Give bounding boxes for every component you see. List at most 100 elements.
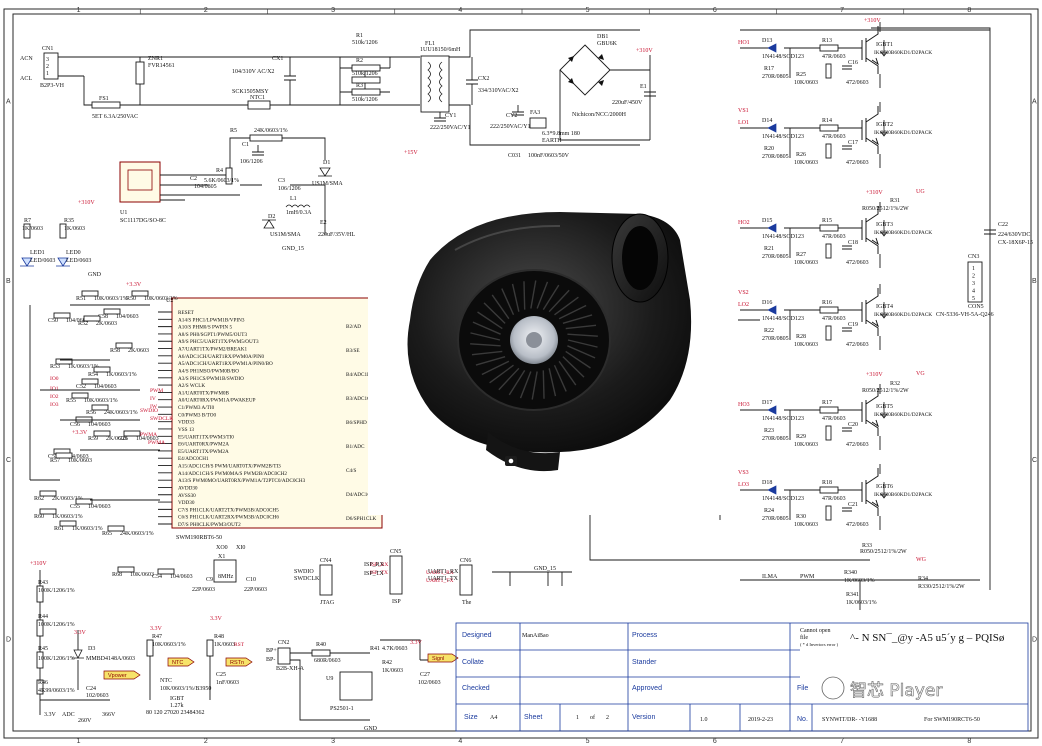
- cn5-ref: CN5: [390, 549, 401, 555]
- impeller-blade: [472, 321, 501, 335]
- ntc-part: 10K/0603/1%/B3950: [160, 686, 211, 692]
- gate-r2-ref: R20: [764, 146, 774, 152]
- periph-part-body: [59, 520, 77, 527]
- gate-resistor: [819, 44, 839, 52]
- periph-part-val: 1K/0603/1%: [72, 526, 103, 532]
- grid-col-bottom: 1: [77, 738, 81, 745]
- impeller-blades: [470, 280, 598, 400]
- c22-part: CX-18X6P-15: [998, 240, 1033, 246]
- gate-diode-ref: D18: [762, 480, 772, 486]
- gate-cap: [842, 327, 852, 332]
- impeller-blade: [567, 345, 596, 359]
- gate-wires: [740, 384, 881, 450]
- mcu-pin-stubs: [158, 311, 172, 525]
- vs-net-label: VS2: [738, 290, 749, 296]
- igbt-symbol: [861, 468, 879, 516]
- grid-row-left: C: [6, 457, 11, 464]
- gate-cap-ref: C20: [848, 422, 858, 428]
- pulldown-resistor: [825, 325, 832, 341]
- d2-part: US1M/SMA: [270, 232, 301, 238]
- gate-net-label: HO1: [738, 40, 750, 46]
- mcu-pin-label: A4/S PH1MSO/PWM0B/BO: [178, 368, 239, 374]
- cn2-ref: CN2: [278, 640, 289, 646]
- igbt-part: IKG5I0B60KD1/D2PACK: [874, 130, 932, 136]
- cn6-header: [459, 564, 473, 596]
- gate-cap: [842, 145, 852, 150]
- r341-ref: R341: [846, 592, 859, 598]
- gate-cap-val: 472/0603: [846, 342, 869, 348]
- periph-part-ref: R61: [54, 526, 64, 532]
- gate-r3-val: 10K/0603: [794, 342, 818, 348]
- periph-part-val: 2K/0603: [106, 436, 127, 442]
- periph-part-val: 2K/0603: [96, 321, 117, 327]
- periph-part-body: [39, 508, 57, 515]
- gate-r2-val: 270R/0805: [762, 74, 789, 80]
- r35-val: 1K/0603: [64, 226, 85, 232]
- r3-val: 510k/1206: [352, 97, 378, 103]
- gate-resistor: [819, 406, 839, 414]
- igbt-symbol: [861, 26, 879, 74]
- impeller-blade: [491, 294, 510, 320]
- periph-part-val: 1K/0603/1%: [52, 514, 83, 520]
- optocoupler-u9: [339, 671, 373, 701]
- db1-part: GBU6K: [597, 41, 618, 47]
- led1-ref: LED1: [30, 250, 45, 256]
- mcu-pin-label: A14/ADC1CH/S PWM0MA/S PWM2B/ADC0CH2: [178, 471, 287, 477]
- gate-net-label: LO1: [738, 120, 749, 126]
- grid-row-left: A: [6, 99, 11, 106]
- impeller-blade: [470, 332, 501, 341]
- periph-part-body: [115, 342, 133, 349]
- cn4-pin-swdio: SWDIO: [294, 569, 314, 575]
- grid-row-right: C: [1032, 457, 1037, 464]
- impeller-blade: [565, 324, 597, 330]
- gate-diode-symbol: [767, 305, 777, 315]
- shunt-wires: [740, 579, 980, 610]
- r7-val: 1K/0603: [22, 226, 43, 232]
- r340-val: 1K/0603/1%: [844, 578, 875, 584]
- r42-val: 1K/0603: [382, 668, 403, 674]
- ntc1-ref: NTC1: [250, 95, 265, 101]
- igbt-ref: IGBT1: [876, 42, 893, 48]
- gate-cap: [842, 427, 852, 432]
- gate-r2-val: 270R/0805: [762, 154, 789, 160]
- c22-val: 224/630VDC: [998, 232, 1030, 238]
- tb-approved-label: Approved: [632, 685, 662, 692]
- gate-r3-val: 10K/0603: [794, 442, 818, 448]
- cn1-connector: [43, 52, 59, 80]
- grid-col-bottom: 4: [458, 738, 462, 745]
- x1-ref: X1: [218, 554, 225, 560]
- net-label: RST: [234, 642, 245, 648]
- gate-diode-part: 1N4148/SOD123: [762, 416, 804, 422]
- periph-part-val: 1K/0603/1%: [68, 364, 99, 370]
- ntc1: [247, 100, 271, 110]
- impeller-blade: [558, 360, 577, 386]
- grid-col-top: 3: [331, 7, 335, 14]
- ug-net: UG: [916, 189, 925, 195]
- tb-sheet-total: 2: [606, 715, 609, 721]
- mcu-pin-label: C6/S PH1CLK/UART2RX/PWM3B/ADC0CH6: [178, 515, 279, 521]
- sense-33v: 3.3V: [74, 630, 87, 636]
- cn1-pin-1: 1: [46, 71, 49, 77]
- gate-resistor: [819, 306, 839, 314]
- periph-part-val: 10K/0603: [68, 458, 92, 464]
- status-leds: [20, 257, 70, 267]
- gate-r1-ref: R16: [822, 300, 832, 306]
- led1-part: LED/0603: [30, 258, 55, 264]
- sense-310v: +310V: [30, 561, 47, 567]
- periph-part-body: [157, 568, 175, 575]
- grid-col-top: 2: [204, 7, 208, 14]
- periph-part-ref: C53: [48, 454, 58, 460]
- choke-out: [449, 29, 640, 146]
- gate-cap-val: 472/0603: [846, 442, 869, 448]
- r33-ref: R33: [862, 543, 872, 549]
- znr-ref: ZNR1: [148, 56, 163, 62]
- periph-part-body: [75, 416, 93, 423]
- impeller-blade: [477, 311, 503, 330]
- fl1-ref: FL1: [425, 41, 435, 47]
- e2-val: 220uF/35V/HL: [318, 232, 355, 238]
- mcu-right-pin-label: B2/AD: [346, 324, 361, 330]
- r46-ref: R46: [38, 680, 48, 686]
- cy1-ref: CY1: [445, 113, 456, 119]
- mcu-right-pin-label: B1/ADC: [346, 444, 365, 450]
- periph-part-val: 24K/0603/1%: [120, 531, 154, 537]
